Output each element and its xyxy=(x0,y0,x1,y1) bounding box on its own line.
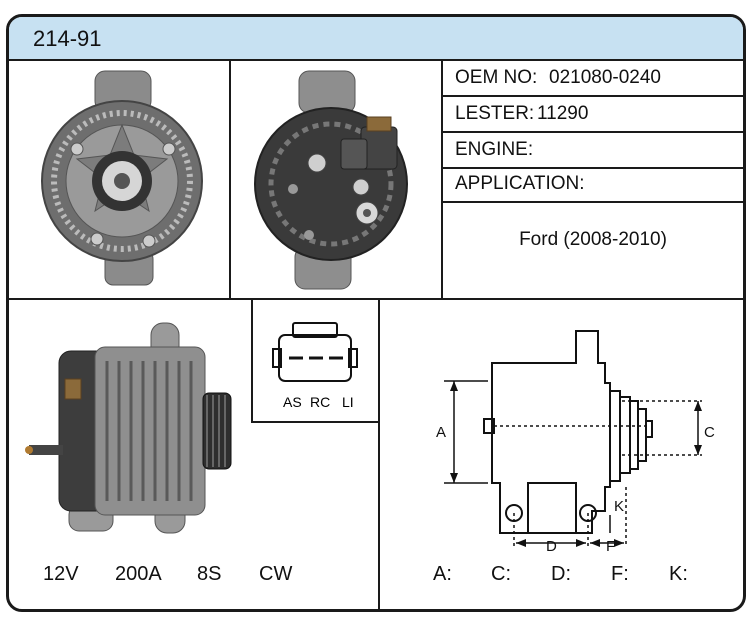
dimension-f-field: F: xyxy=(611,563,629,586)
divider-middle xyxy=(9,298,743,300)
rotation-value: CW xyxy=(259,563,293,585)
dimension-d-label: D xyxy=(546,538,557,555)
dimension-d-field: D: xyxy=(551,563,571,586)
divider-bottom-2 xyxy=(378,299,380,609)
lester-label: LESTER: xyxy=(455,103,535,124)
dimension-a-label: A xyxy=(436,424,446,441)
connector-diagram: AS RC LI xyxy=(272,322,358,410)
divider-connector-bottom xyxy=(251,421,379,423)
lester-value: 11290 xyxy=(537,103,589,124)
lester-number-row: LESTER: 11290 xyxy=(443,97,743,133)
dimension-k-field: K: xyxy=(669,563,688,586)
dimension-c-label: C xyxy=(704,424,715,441)
application-value: Ford (2008-2010) xyxy=(519,229,667,250)
dimension-field-label: A: xyxy=(433,563,452,585)
alternator-front-image xyxy=(41,70,203,286)
voltage-value: 12V xyxy=(43,563,79,585)
part-number-title: 214-91 xyxy=(33,26,102,51)
product-spec-card: 214-91 OEM NO: xyxy=(6,14,746,612)
dimension-k-label: K xyxy=(614,498,624,515)
oem-number-row: OEM NO: 021080-0240 xyxy=(443,61,743,97)
dimension-c-field: C: xyxy=(491,563,511,586)
dimension-field-label: D: xyxy=(551,563,571,585)
application-label: APPLICATION: xyxy=(455,173,585,194)
oem-number-label: OEM NO: xyxy=(455,67,538,88)
engine-label: ENGINE: xyxy=(455,139,534,160)
dimension-field-label: K: xyxy=(669,563,688,585)
dimension-f-label: F xyxy=(606,538,615,555)
alternator-side-image xyxy=(25,322,232,534)
dimension-diagram: A C D F K xyxy=(436,330,715,555)
pulley-value: 8S xyxy=(197,563,222,585)
engine-row: ENGINE: xyxy=(443,133,743,169)
dimension-a-field: A: xyxy=(433,563,452,586)
connector-pin-label: RC xyxy=(310,394,330,410)
header-bar: 214-91 xyxy=(9,17,743,61)
oem-number-value: 021080-0240 xyxy=(549,67,661,88)
divider-top-2 xyxy=(441,59,443,299)
dimension-field-label: F: xyxy=(611,563,629,585)
connector-pin-label: LI xyxy=(342,394,354,410)
dimension-field-label: C: xyxy=(491,563,511,585)
application-row: APPLICATION: xyxy=(443,167,743,203)
amperage-value: 200A xyxy=(115,563,162,585)
divider-top-1 xyxy=(229,59,231,299)
alternator-rear-image xyxy=(254,70,408,290)
connector-pin-label: AS xyxy=(283,394,302,410)
divider-bottom-1 xyxy=(251,299,253,423)
